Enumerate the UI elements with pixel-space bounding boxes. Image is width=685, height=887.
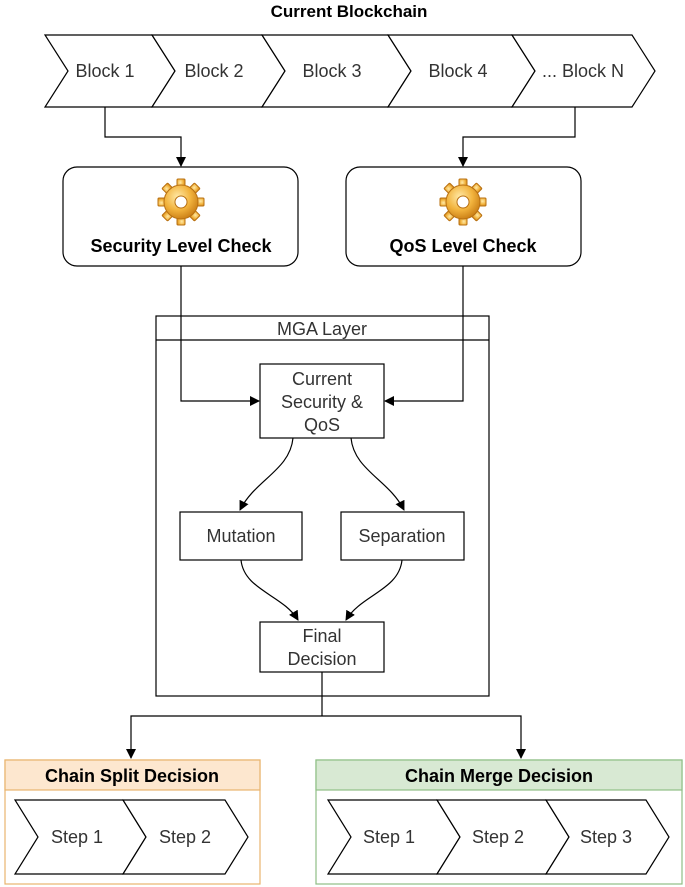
- connector-final-to-merge: [322, 715, 526, 759]
- security-check-label: Security Level Check: [90, 236, 272, 256]
- merge-step-label-2: Step 2: [472, 827, 524, 847]
- security-check-box: Security Level Check: [62, 166, 299, 267]
- current-line-3: QoS: [304, 415, 340, 435]
- separation-label: Separation: [358, 526, 445, 546]
- mga-layer-label: MGA Layer: [277, 319, 367, 339]
- current-security-qos-box: Current Security & QoS: [259, 363, 385, 439]
- separation-box: Separation: [340, 511, 465, 561]
- split-step-chevron-2: [121, 799, 249, 875]
- final-line-1: Final: [302, 626, 341, 646]
- current-line-1: Current: [292, 369, 352, 389]
- connector-block1-to-security: [104, 107, 186, 167]
- chain-split-panel: Chain Split Decision Step 1 Step 2: [4, 759, 261, 885]
- gear-icon: [439, 178, 487, 226]
- gear-icon: [157, 178, 205, 226]
- merge-step-label-3: Step 3: [580, 827, 632, 847]
- connector-security-to-current: [180, 266, 260, 406]
- block-label-4: Block 4: [428, 61, 487, 81]
- block-chevron-n: [510, 34, 656, 108]
- block-label-1: Block 1: [75, 61, 134, 81]
- connector-final-to-split: [126, 715, 322, 759]
- mutation-box: Mutation: [179, 511, 303, 561]
- final-decision-box: Final Decision: [259, 621, 385, 673]
- connector-blockn-to-qos: [458, 107, 576, 167]
- merge-step-chevron-3: [544, 799, 670, 875]
- qos-check-label: QoS Level Check: [389, 236, 537, 256]
- chain-merge-title: Chain Merge Decision: [405, 766, 593, 786]
- qos-check-box: QoS Level Check: [345, 166, 582, 267]
- connector-current-to-mutation: [239, 437, 294, 511]
- mutation-label: Mutation: [206, 526, 275, 546]
- block-label-n: ... Block N: [542, 61, 624, 81]
- connector-qos-to-current: [384, 266, 464, 406]
- block-label-3: Block 3: [302, 61, 361, 81]
- final-line-2: Decision: [287, 649, 356, 669]
- connector-current-to-separation: [350, 437, 405, 511]
- connector-mutation-to-final: [240, 559, 299, 621]
- block-label-2: Block 2: [184, 61, 243, 81]
- connector-separation-to-final: [345, 559, 403, 621]
- split-step-label-2: Step 2: [159, 827, 211, 847]
- merge-step-label-1: Step 1: [363, 827, 415, 847]
- chain-merge-panel: Chain Merge Decision Step 1 Step 2 Step …: [315, 759, 683, 885]
- split-step-label-1: Step 1: [51, 827, 103, 847]
- current-line-2: Security &: [281, 392, 363, 412]
- chain-split-title: Chain Split Decision: [45, 766, 219, 786]
- diagram-title: Current Blockchain: [271, 2, 428, 21]
- blockchain-row: Block 1 Block 2 Block 3 Block 4 ... Bloc…: [43, 34, 656, 108]
